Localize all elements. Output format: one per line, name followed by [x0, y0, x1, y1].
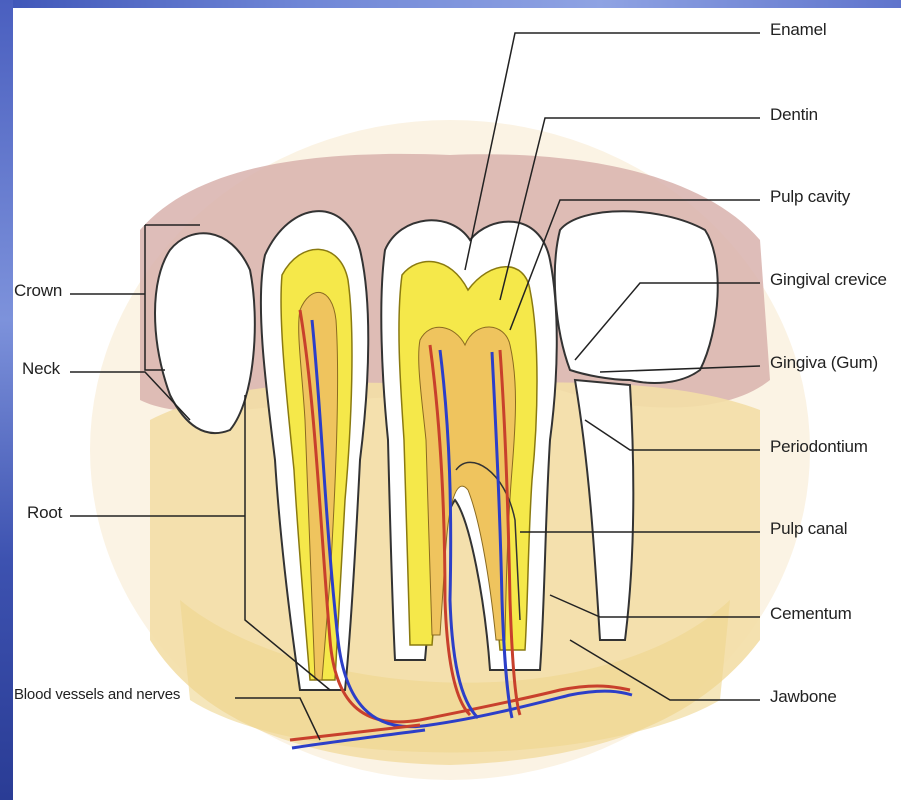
label-gingiva: Gingiva (Gum)	[770, 353, 878, 373]
label-neck: Neck	[22, 359, 60, 379]
label-pulp-canal: Pulp canal	[770, 519, 847, 539]
label-cementum: Cementum	[770, 604, 852, 624]
label-gingival-crevice: Gingival crevice	[770, 270, 887, 290]
label-periodontium: Periodontium	[770, 437, 868, 457]
label-dentin: Dentin	[770, 105, 818, 125]
right-tooth-crown	[555, 211, 718, 383]
label-root: Root	[27, 503, 62, 523]
label-pulp-cavity: Pulp cavity	[770, 187, 850, 207]
label-crown: Crown	[14, 281, 62, 301]
label-jawbone: Jawbone	[770, 687, 837, 707]
label-blood-vessels-and-nerves: Blood vessels and nerves	[14, 686, 180, 703]
label-enamel: Enamel	[770, 20, 826, 40]
